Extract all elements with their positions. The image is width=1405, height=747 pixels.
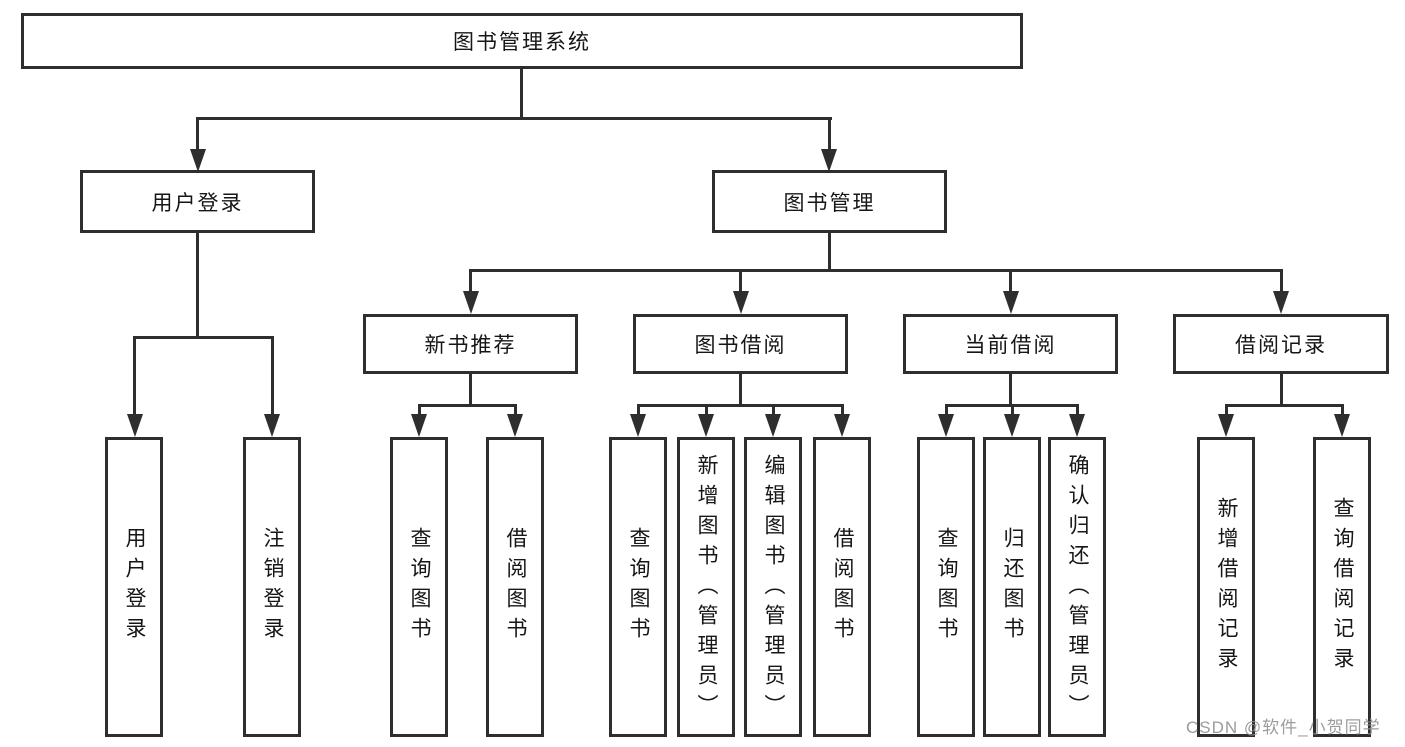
leaf-current-query-books: 查询图书 xyxy=(917,437,975,737)
node-borrow-records: 借阅记录 xyxy=(1173,314,1389,374)
csdn-watermark: CSDN @软件_小贺同学 xyxy=(1186,718,1381,737)
leaf-borrow-books: 借阅图书 xyxy=(813,437,871,737)
connector-mgmt-stem xyxy=(828,233,831,271)
connector-user-login-drop xyxy=(196,117,199,151)
leaf-borrow-books-label: 借阅图书 xyxy=(831,527,854,647)
leaf-return-books-label: 归还图书 xyxy=(1001,527,1024,647)
arrow-head-borrow-query xyxy=(630,414,646,437)
arrow-head-current-borrow xyxy=(1003,291,1019,314)
connector-current-stem xyxy=(1009,374,1012,406)
leaf-recommend-borrow-books: 借阅图书 xyxy=(486,437,544,737)
connector-borrow-hline xyxy=(637,404,844,407)
arrow-head-add-record xyxy=(1218,414,1234,437)
connector-records-drop-2 xyxy=(1341,404,1344,417)
connector-current-drop-2 xyxy=(1011,404,1014,417)
arrow-head-borrow-books xyxy=(834,414,850,437)
arrow-head-new-book-recommend xyxy=(463,291,479,314)
leaf-recommend-borrow-books-label: 借阅图书 xyxy=(504,527,527,647)
node-root-label: 图书管理系统 xyxy=(453,31,591,54)
arrow-head-recommend-borrow xyxy=(507,414,523,437)
arrow-head-leaf-user-login xyxy=(127,414,143,437)
connector-records-stem xyxy=(1280,374,1283,406)
connector-login-drop-1 xyxy=(133,336,136,416)
connector-mgmt-drop-4 xyxy=(1280,269,1283,295)
arrow-head-confirm-return xyxy=(1069,414,1085,437)
node-book-management: 图书管理 xyxy=(712,170,947,233)
arrow-head-book-mgmt xyxy=(821,149,837,172)
node-book-borrow: 图书借阅 xyxy=(633,314,848,374)
connector-mgmt-drop-3 xyxy=(1009,269,1012,295)
arrow-head-edit-books xyxy=(765,414,781,437)
connector-borrow-stem xyxy=(739,374,742,406)
arrow-head-user-login xyxy=(190,149,206,172)
connector-current-drop-1 xyxy=(945,404,948,417)
leaf-logout: 注销登录 xyxy=(243,437,301,737)
leaf-user-login-label: 用户登录 xyxy=(123,527,146,647)
connector-recommend-hline xyxy=(418,404,517,407)
connector-root-hline xyxy=(196,117,832,120)
node-current-borrow: 当前借阅 xyxy=(903,314,1118,374)
connector-recommend-drop-1 xyxy=(418,404,421,417)
leaf-confirm-return-admin: 确认归还（管理员） xyxy=(1048,437,1106,737)
connector-login-stem xyxy=(196,233,199,338)
node-new-book-recommend-label: 新书推荐 xyxy=(424,334,517,357)
leaf-query-borrow-record: 查询借阅记录 xyxy=(1313,437,1371,737)
arrow-head-recommend-query xyxy=(411,414,427,437)
leaf-recommend-query-books-label: 查询图书 xyxy=(408,527,431,647)
connector-records-drop-1 xyxy=(1225,404,1228,417)
connector-login-drop-2 xyxy=(271,336,274,416)
connector-borrow-drop-1 xyxy=(637,404,640,417)
arrow-head-book-borrow xyxy=(733,291,749,314)
leaf-borrow-query-books-label: 查询图书 xyxy=(627,527,650,647)
node-root: 图书管理系统 xyxy=(21,13,1023,69)
leaf-add-books-admin: 新增图书（管理员） xyxy=(677,437,735,737)
connector-mgmt-drop-1 xyxy=(469,269,472,295)
leaf-user-login: 用户登录 xyxy=(105,437,163,737)
node-new-book-recommend: 新书推荐 xyxy=(363,314,578,374)
leaf-return-books: 归还图书 xyxy=(983,437,1041,737)
arrow-head-add-books xyxy=(698,414,714,437)
leaf-add-books-admin-label: 新增图书（管理员） xyxy=(695,454,718,724)
leaf-add-borrow-record-label: 新增借阅记录 xyxy=(1215,497,1238,677)
node-user-login: 用户登录 xyxy=(80,170,315,233)
leaf-add-borrow-record: 新增借阅记录 xyxy=(1197,437,1255,737)
leaf-query-borrow-record-label: 查询借阅记录 xyxy=(1331,497,1354,677)
connector-recommend-stem xyxy=(469,374,472,406)
connector-borrow-drop-2 xyxy=(705,404,708,417)
node-borrow-records-label: 借阅记录 xyxy=(1235,334,1327,357)
arrow-head-current-query xyxy=(938,414,954,437)
leaf-borrow-query-books: 查询图书 xyxy=(609,437,667,737)
node-book-borrow-label: 图书借阅 xyxy=(694,334,787,357)
connector-current-drop-3 xyxy=(1076,404,1079,417)
connector-borrow-drop-3 xyxy=(772,404,775,417)
node-current-borrow-label: 当前借阅 xyxy=(964,334,1057,357)
node-user-login-label: 用户登录 xyxy=(151,191,244,215)
node-book-management-label: 图书管理 xyxy=(783,191,876,215)
leaf-logout-label: 注销登录 xyxy=(261,527,284,647)
leaf-confirm-return-admin-label: 确认归还（管理员） xyxy=(1066,454,1089,724)
leaf-recommend-query-books: 查询图书 xyxy=(390,437,448,737)
arrow-head-query-record xyxy=(1334,414,1350,437)
leaf-current-query-books-label: 查询图书 xyxy=(935,527,958,647)
leaf-edit-books-admin-label: 编辑图书（管理员） xyxy=(762,454,785,724)
connector-mgmt-drop-2 xyxy=(739,269,742,295)
connector-mgmt-hline xyxy=(469,269,1283,272)
connector-root-stem xyxy=(520,68,523,119)
connector-records-hline xyxy=(1225,404,1344,407)
arrow-head-leaf-logout xyxy=(264,414,280,437)
arrow-head-return-books xyxy=(1004,414,1020,437)
connector-book-mgmt-drop xyxy=(828,117,831,151)
arrow-head-borrow-records xyxy=(1273,291,1289,314)
connector-recommend-drop-2 xyxy=(514,404,517,417)
leaf-edit-books-admin: 编辑图书（管理员） xyxy=(744,437,802,737)
connector-login-hline xyxy=(133,336,274,339)
connector-borrow-drop-4 xyxy=(841,404,844,417)
